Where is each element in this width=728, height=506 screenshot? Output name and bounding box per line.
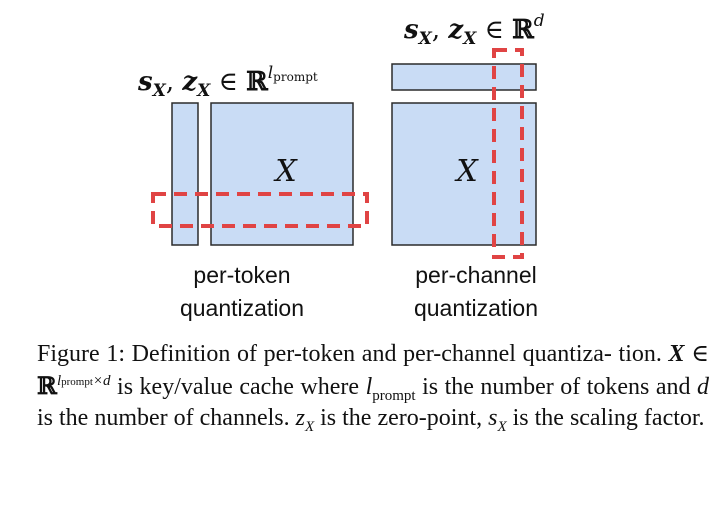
- per-token-label-line2: quantization: [180, 295, 304, 321]
- caption-math: ×d: [92, 373, 111, 389]
- svg-text:sX, zX ∈ ℝlprompt: sX, zX ∈ ℝlprompt: [137, 63, 318, 101]
- token-matrix-label: X: [273, 154, 298, 189]
- exp-sub: prompt: [273, 70, 318, 84]
- caption-text: is key/value cache where: [117, 374, 360, 400]
- caption-text: Figure 1: Definition of per-token and pe…: [37, 341, 612, 367]
- zero-sub: X: [196, 81, 211, 101]
- reals-symbol: ℝ: [512, 15, 535, 45]
- per-channel-label-line1: per-channel: [415, 262, 536, 288]
- scale-var: s: [403, 15, 419, 45]
- channel-column-highlight: [492, 48, 524, 259]
- zero-var: z: [447, 15, 464, 45]
- zero-sub: X: [462, 29, 477, 49]
- exp-d: d: [534, 11, 545, 31]
- per-channel-diagram: sX, zX ∈ ℝd X per-channel quantization: [391, 11, 545, 321]
- caption-math: l: [365, 374, 373, 400]
- svg-text:sX, zX ∈ ℝd: sX, zX ∈ ℝd: [403, 11, 545, 49]
- caption-text: tion.: [618, 341, 662, 367]
- caption-text: is the: [422, 374, 474, 400]
- caption-math: X: [497, 418, 507, 435]
- caption-text: number of tokens and: [480, 374, 691, 400]
- caption-text: the zero-point,: [342, 405, 483, 431]
- caption-math: z: [295, 405, 305, 431]
- token-matrix: [210, 102, 354, 246]
- per-token-label-line1: per-token: [193, 262, 290, 288]
- caption-math: ∈: [691, 339, 709, 367]
- exp-base: l: [268, 63, 273, 83]
- caption-text: is: [320, 405, 337, 431]
- token-scale-vector: [171, 102, 199, 246]
- scale-sub: X: [418, 29, 433, 49]
- scale-var: s: [137, 67, 153, 97]
- scale-sub: X: [152, 81, 167, 101]
- caption-math: d: [697, 374, 710, 400]
- caption-math: s: [488, 405, 498, 431]
- caption-math: prompt: [372, 387, 416, 404]
- figure-caption: Figure 1: Definition of per-token and pe…: [37, 338, 709, 434]
- per-channel-label-line2: quantization: [414, 295, 538, 321]
- channel-matrix: [391, 102, 537, 246]
- caption-math: prompt: [61, 376, 93, 388]
- per-token-diagram: sX, zX ∈ ℝlprompt X per-token quantizati…: [137, 63, 369, 321]
- caption-math: l: [56, 373, 62, 389]
- channel-matrix-label: X: [454, 154, 479, 189]
- token-row-highlight: [151, 192, 369, 228]
- in-symbol: ∈: [219, 67, 238, 97]
- caption-math: ℝ: [37, 371, 57, 400]
- reals-symbol: ℝ: [246, 67, 269, 97]
- caption-math: X: [668, 341, 685, 367]
- channel-scale-vector: [391, 63, 537, 91]
- in-symbol: ∈: [485, 15, 504, 45]
- caption-text: is the scaling factor.: [512, 405, 705, 431]
- caption-text: is the number of channels.: [37, 405, 290, 431]
- zero-var: z: [181, 67, 198, 97]
- caption-math: X: [304, 418, 315, 435]
